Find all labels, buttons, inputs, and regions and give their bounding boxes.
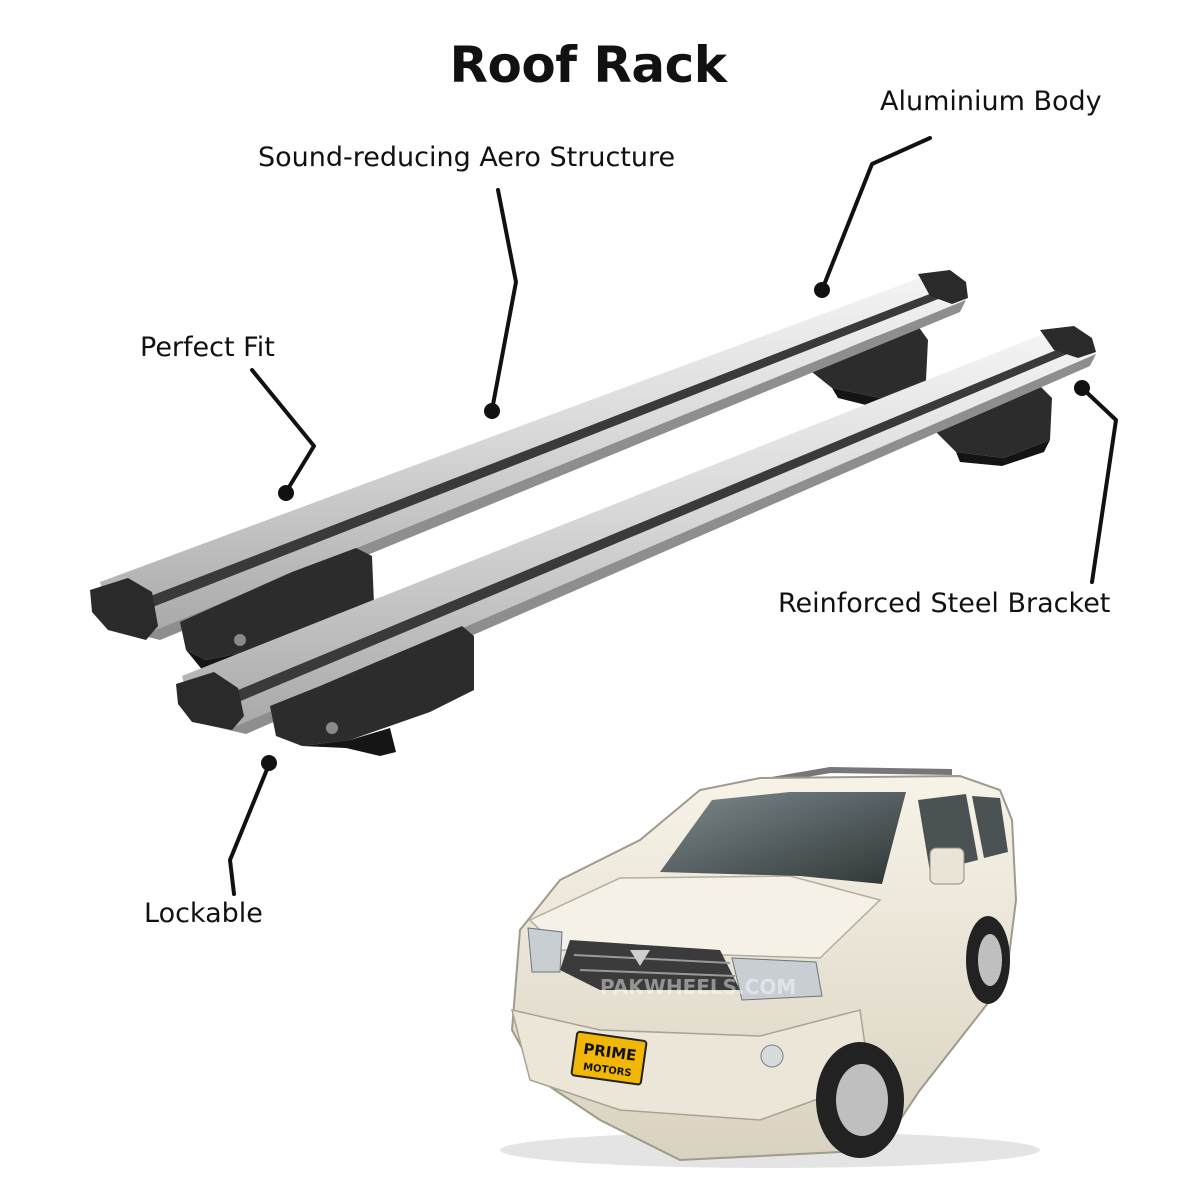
leader-aluminium xyxy=(820,136,932,292)
callout-leaders xyxy=(228,136,1118,896)
headlight xyxy=(731,957,823,1001)
callout-dot xyxy=(484,403,500,419)
feature-label-reinforced-steel-bracket: Reinforced Steel Bracket xyxy=(778,588,1111,619)
wheel-rear xyxy=(966,916,1010,1004)
callout-dot xyxy=(278,485,294,501)
leader-sound xyxy=(490,188,518,412)
brand-emblem-icon xyxy=(630,950,650,966)
end-cap xyxy=(176,672,244,730)
callout-dot xyxy=(1074,380,1090,396)
feature-label-sound-reducing: Sound-reducing Aero Structure xyxy=(258,142,676,173)
leader-fit xyxy=(250,368,316,494)
leader-lock xyxy=(228,760,272,896)
steel-bracket-foot xyxy=(812,326,928,408)
leader-steel xyxy=(1080,386,1118,584)
end-cap xyxy=(90,578,158,640)
callout-dot xyxy=(814,282,830,298)
fog-light xyxy=(760,1044,784,1068)
end-cap xyxy=(918,270,968,304)
windshield xyxy=(660,792,906,884)
roof-bar-front xyxy=(176,326,1096,756)
lock-cylinder-icon xyxy=(234,634,246,646)
page-title: Roof Rack xyxy=(449,36,728,94)
license-plate: PRIME MOTORS xyxy=(570,1030,648,1086)
feature-label-perfect-fit: Perfect Fit xyxy=(140,332,275,363)
feature-label-aluminium-body: Aluminium Body xyxy=(880,86,1102,117)
lock-bracket-foot xyxy=(270,626,474,756)
headlight xyxy=(527,927,563,973)
grille xyxy=(560,940,740,990)
side-mirror xyxy=(929,847,965,885)
lock-cylinder-icon xyxy=(326,722,338,734)
callout-dots xyxy=(261,282,1090,771)
steel-bracket-foot xyxy=(934,386,1052,466)
end-cap xyxy=(1040,326,1096,358)
watermark-text: PAKWHEELS.COM xyxy=(600,975,796,999)
side-window xyxy=(972,796,1008,858)
roof-bar-rear xyxy=(90,270,968,672)
suv-photo: PAKWHEELS.COM PRIME MOTORS xyxy=(500,766,1040,1168)
feature-label-lockable: Lockable xyxy=(144,898,263,929)
callout-dot xyxy=(261,755,277,771)
wheel-front xyxy=(816,1042,904,1158)
